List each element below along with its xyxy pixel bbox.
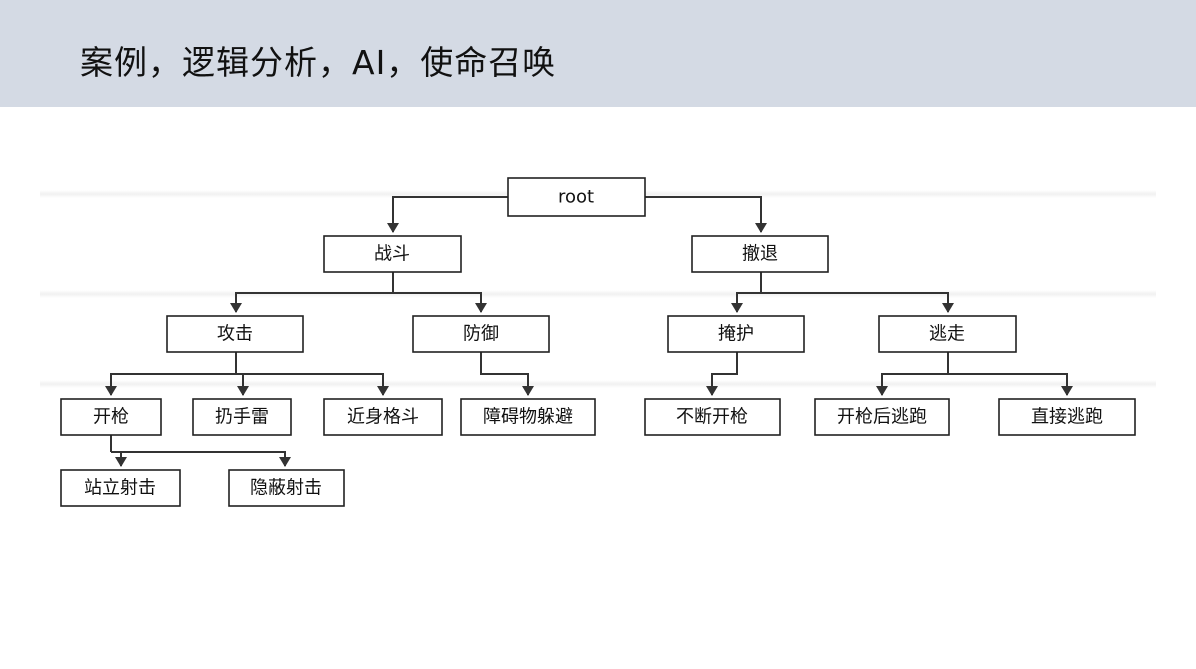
edge-attack-melee bbox=[236, 373, 389, 396]
node-cover: 掩护 bbox=[667, 315, 805, 353]
edge-flee-firethenflee bbox=[876, 373, 948, 396]
node-root: root bbox=[507, 177, 646, 217]
node-grenade: 扔手雷 bbox=[192, 398, 292, 436]
edge-attack-fire bbox=[105, 373, 236, 396]
node-keep-firing-label: 不断开枪 bbox=[676, 407, 748, 428]
node-cover-label: 掩护 bbox=[718, 324, 754, 345]
edge-retreat-flee bbox=[761, 292, 954, 313]
node-melee: 近身格斗 bbox=[323, 398, 443, 436]
node-fire-label: 开枪 bbox=[93, 407, 129, 428]
node-flee: 逃走 bbox=[878, 315, 1017, 353]
node-fire: 开枪 bbox=[60, 398, 162, 436]
node-root-label: root bbox=[558, 187, 594, 208]
node-attack-label: 攻击 bbox=[217, 324, 253, 345]
node-covered-shot-label: 隐蔽射击 bbox=[250, 478, 322, 499]
node-retreat: 撤退 bbox=[691, 235, 829, 273]
edge-fire-covered bbox=[111, 451, 291, 467]
edge-root-combat bbox=[387, 196, 508, 233]
edge-combat-defend bbox=[393, 292, 487, 313]
node-grenade-label: 扔手雷 bbox=[215, 407, 269, 428]
node-combat-label: 战斗 bbox=[374, 244, 410, 265]
slide-header: 案例，逻辑分析，AI，使命召唤 bbox=[0, 0, 1196, 107]
node-combat: 战斗 bbox=[323, 235, 462, 273]
node-flee-label: 逃走 bbox=[929, 324, 965, 345]
node-standing-shot-label: 站立射击 bbox=[84, 478, 156, 499]
node-defend: 防御 bbox=[412, 315, 550, 353]
node-covered-shot: 隐蔽射击 bbox=[228, 469, 345, 507]
node-flee-directly: 直接逃跑 bbox=[998, 398, 1136, 436]
node-standing-shot: 站立射击 bbox=[60, 469, 181, 507]
node-melee-label: 近身格斗 bbox=[347, 407, 419, 428]
slide-title: 案例，逻辑分析，AI，使命召唤 bbox=[80, 43, 557, 82]
node-fire-then-flee-label: 开枪后逃跑 bbox=[837, 407, 927, 428]
background-band bbox=[40, 290, 1156, 298]
node-keep-firing: 不断开枪 bbox=[644, 398, 781, 436]
node-dodge: 障碍物躲避 bbox=[460, 398, 596, 436]
edge-fire-standing bbox=[111, 451, 127, 467]
edge-combat-attack bbox=[230, 292, 393, 313]
edge-root-retreat bbox=[645, 196, 767, 233]
background-band bbox=[40, 380, 1156, 388]
node-retreat-label: 撤退 bbox=[742, 244, 778, 265]
edge-cover-keepfiring bbox=[706, 352, 738, 396]
edge-flee-directly bbox=[948, 373, 1073, 396]
node-flee-directly-label: 直接逃跑 bbox=[1031, 407, 1103, 428]
edge-defend-dodge bbox=[480, 352, 534, 396]
node-attack: 攻击 bbox=[166, 315, 304, 353]
edge-retreat-cover bbox=[731, 292, 761, 313]
edges bbox=[105, 196, 1073, 467]
node-dodge-label: 障碍物躲避 bbox=[483, 407, 573, 428]
node-fire-then-flee: 开枪后逃跑 bbox=[814, 398, 950, 436]
node-defend-label: 防御 bbox=[463, 324, 499, 345]
